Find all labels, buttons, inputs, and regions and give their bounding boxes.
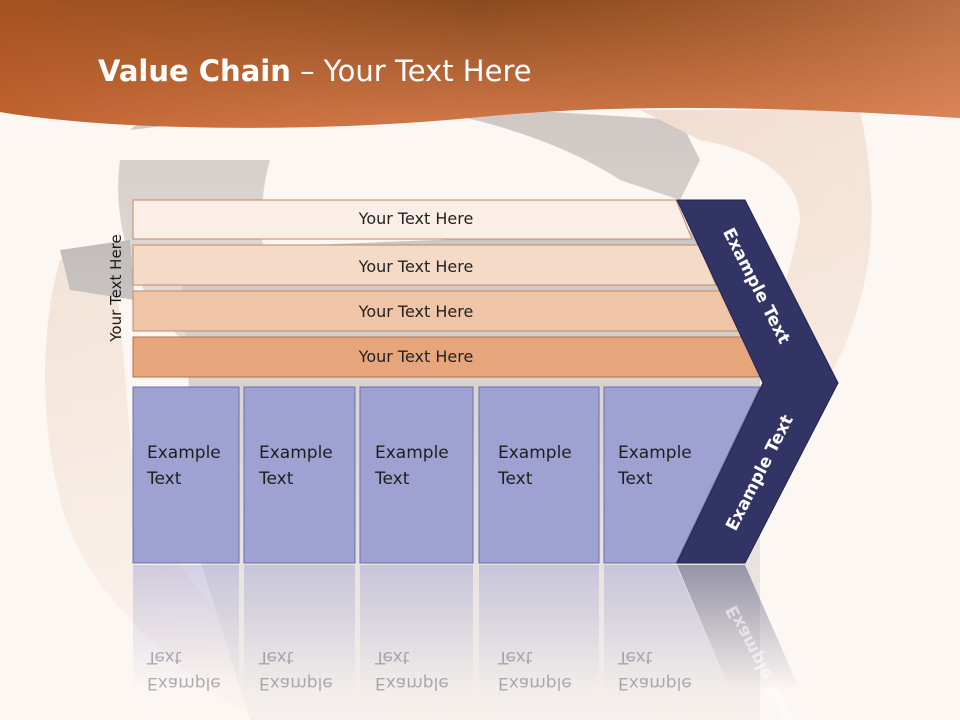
slide-title: Value Chain – Your Text Here bbox=[98, 54, 532, 88]
header-band bbox=[0, 0, 960, 128]
support-bar-2: Your Text Here bbox=[132, 244, 717, 286]
primary-column-2: Example Text bbox=[243, 386, 356, 564]
title-bold: Value Chain bbox=[98, 54, 291, 88]
reflection-text: Text bbox=[146, 647, 182, 667]
primary-column-4: Example Text bbox=[478, 386, 600, 564]
title-rest: – Your Text Here bbox=[290, 54, 532, 88]
primary-column-3: Example Text bbox=[359, 386, 474, 564]
column-line1: Example bbox=[618, 443, 692, 463]
support-bar-label: Your Text Here bbox=[358, 347, 474, 366]
column-line2: Text bbox=[146, 469, 182, 489]
column-line2: Text bbox=[617, 469, 653, 489]
support-bar-label: Your Text Here bbox=[358, 302, 474, 321]
primary-column-1: Example Text bbox=[132, 386, 240, 564]
reflection-text: Example bbox=[618, 673, 692, 693]
support-bar-1: Your Text Here bbox=[132, 199, 693, 240]
reflection-text: Example bbox=[147, 673, 221, 693]
support-bar-3: Your Text Here bbox=[132, 290, 741, 332]
reflection-text: Text bbox=[617, 647, 653, 667]
column-line1: Example bbox=[259, 443, 333, 463]
reflection-text: Example bbox=[259, 673, 333, 693]
reflection-text: Text bbox=[374, 647, 410, 667]
side-label: Your Text Here bbox=[107, 234, 125, 342]
support-bar-label: Your Text Here bbox=[358, 257, 474, 276]
column-line1: Example bbox=[147, 443, 221, 463]
reflection-text: Example bbox=[375, 673, 449, 693]
column-line2: Text bbox=[497, 469, 533, 489]
support-bar-4: Your Text Here bbox=[132, 336, 764, 378]
column-line2: Text bbox=[374, 469, 410, 489]
column-line2: Text bbox=[258, 469, 294, 489]
column-line1: Example bbox=[498, 443, 572, 463]
reflection-text: Example bbox=[498, 673, 572, 693]
primary-column-5: Example Text bbox=[603, 386, 761, 564]
support-bar-label: Your Text Here bbox=[358, 209, 474, 228]
reflection-text: Text bbox=[258, 647, 294, 667]
reflection-text: Text bbox=[497, 647, 533, 667]
diagram-reflection: Example Text Example Text Example Text E… bbox=[133, 565, 800, 720]
column-line1: Example bbox=[375, 443, 449, 463]
